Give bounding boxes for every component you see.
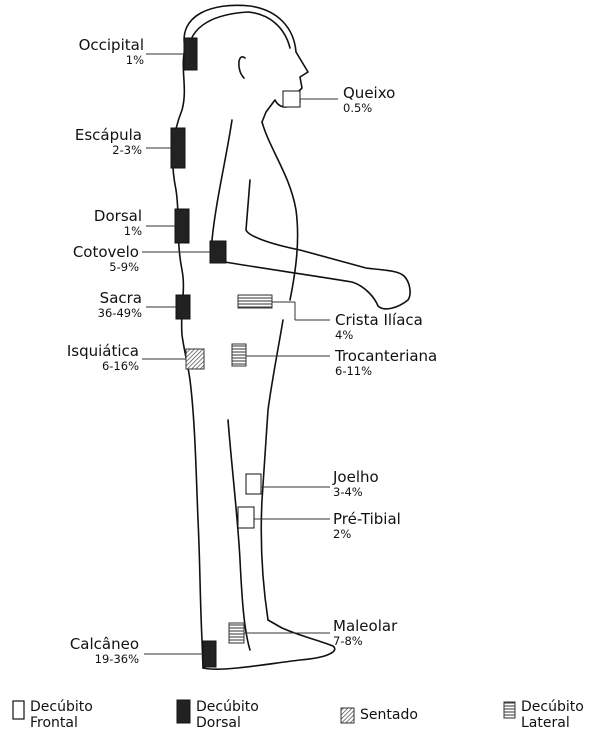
label-cotovelo-percent: 5-9% [73,262,139,274]
legend-lateral: Decúbito Lateral [503,699,584,731]
ear-outline [239,57,245,78]
legend-dorsal-swatch [176,699,192,725]
marker-isquiatica [186,349,204,369]
label-dorsal-name: Dorsal [94,209,142,224]
label-escapula-name: Escápula [75,128,142,143]
label-dorsal-percent: 1% [94,226,142,238]
marker-cotovelo [210,241,226,263]
label-pre-tibial-percent: 2% [333,529,401,541]
label-crista-iliaca-name: Crista Ilíaca [335,313,423,328]
label-occipital-name: Occipital [79,38,144,53]
label-calcaneo-name: Calcâneo [70,637,139,652]
label-maleolar-percent: 7-8% [333,636,397,648]
marker-occipital [184,38,197,70]
label-trocanteriana: Trocanteriana 6-11% [335,349,437,378]
legend-frontal-line2: Frontal [30,715,93,731]
marker-trocanter [232,344,246,366]
foot-outline [203,620,335,669]
label-cotovelo-name: Cotovelo [73,245,139,260]
label-queixo-percent: 0.5% [343,103,395,115]
label-pre-tibial: Pré-Tibial 2% [333,512,401,541]
marker-calcaneo [203,641,216,667]
marker-maleolar [229,623,244,643]
label-maleolar-name: Maleolar [333,619,397,634]
legend-dorsal: Decúbito Dorsal [176,699,259,731]
label-occipital-percent: 1% [79,55,144,67]
front-leg-outline [261,320,283,620]
label-pre-tibial-name: Pré-Tibial [333,512,401,527]
marker-queixo [283,91,300,107]
marker-crista [238,295,272,308]
label-sacra: Sacra 36-49% [98,291,142,320]
legend-sentado-swatch [340,707,356,725]
label-trocanteriana-name: Trocanteriana [335,349,437,364]
legend-sentado-line1: Sentado [360,707,418,723]
marker-sacra [176,295,190,319]
inner-leg-outline [228,420,250,650]
label-sacra-name: Sacra [98,291,142,306]
label-crista-iliaca-percent: 4% [335,330,423,342]
label-occipital: Occipital 1% [79,38,144,67]
legend-dorsal-line1: Decúbito [196,699,259,715]
marker-escapula [171,128,185,168]
label-maleolar: Maleolar 7-8% [333,619,397,648]
label-isquiatica: Isquiática 6-16% [67,344,139,373]
label-dorsal: Dorsal 1% [94,209,142,238]
label-calcaneo-percent: 19-36% [70,654,139,666]
marker-joelho [246,474,261,494]
legend-lateral-line2: Lateral [521,715,584,731]
legend-frontal-line1: Decúbito [30,699,93,715]
label-escapula-percent: 2-3% [75,145,142,157]
marker-pre-tibial [238,507,254,528]
label-escapula: Escápula 2-3% [75,128,142,157]
label-calcaneo: Calcâneo 19-36% [70,637,139,666]
label-cotovelo: Cotovelo 5-9% [73,245,139,274]
arm-outline [212,120,411,309]
label-joelho: Joelho 3-4% [333,470,379,499]
legend-frontal-swatch [12,699,26,721]
legend-sentado: Sentado [340,707,418,725]
label-queixo-name: Queixo [343,86,395,101]
legend-dorsal-line2: Dorsal [196,715,259,731]
label-crista-iliaca: Crista Ilíaca 4% [335,313,423,342]
label-isquiatica-name: Isquiática [67,344,139,359]
legend-lateral-swatch [503,699,517,721]
label-trocanteriana-percent: 6-11% [335,366,437,378]
legend-frontal: Decúbito Frontal [12,699,93,731]
label-sacra-percent: 36-49% [98,308,142,320]
marker-dorsal [175,209,189,243]
label-joelho-name: Joelho [333,470,379,485]
label-queixo: Queixo 0.5% [343,86,395,115]
label-joelho-percent: 3-4% [333,487,379,499]
label-isquiatica-percent: 6-16% [67,361,139,373]
hair-outline [188,12,290,52]
legend-lateral-line1: Decúbito [521,699,584,715]
